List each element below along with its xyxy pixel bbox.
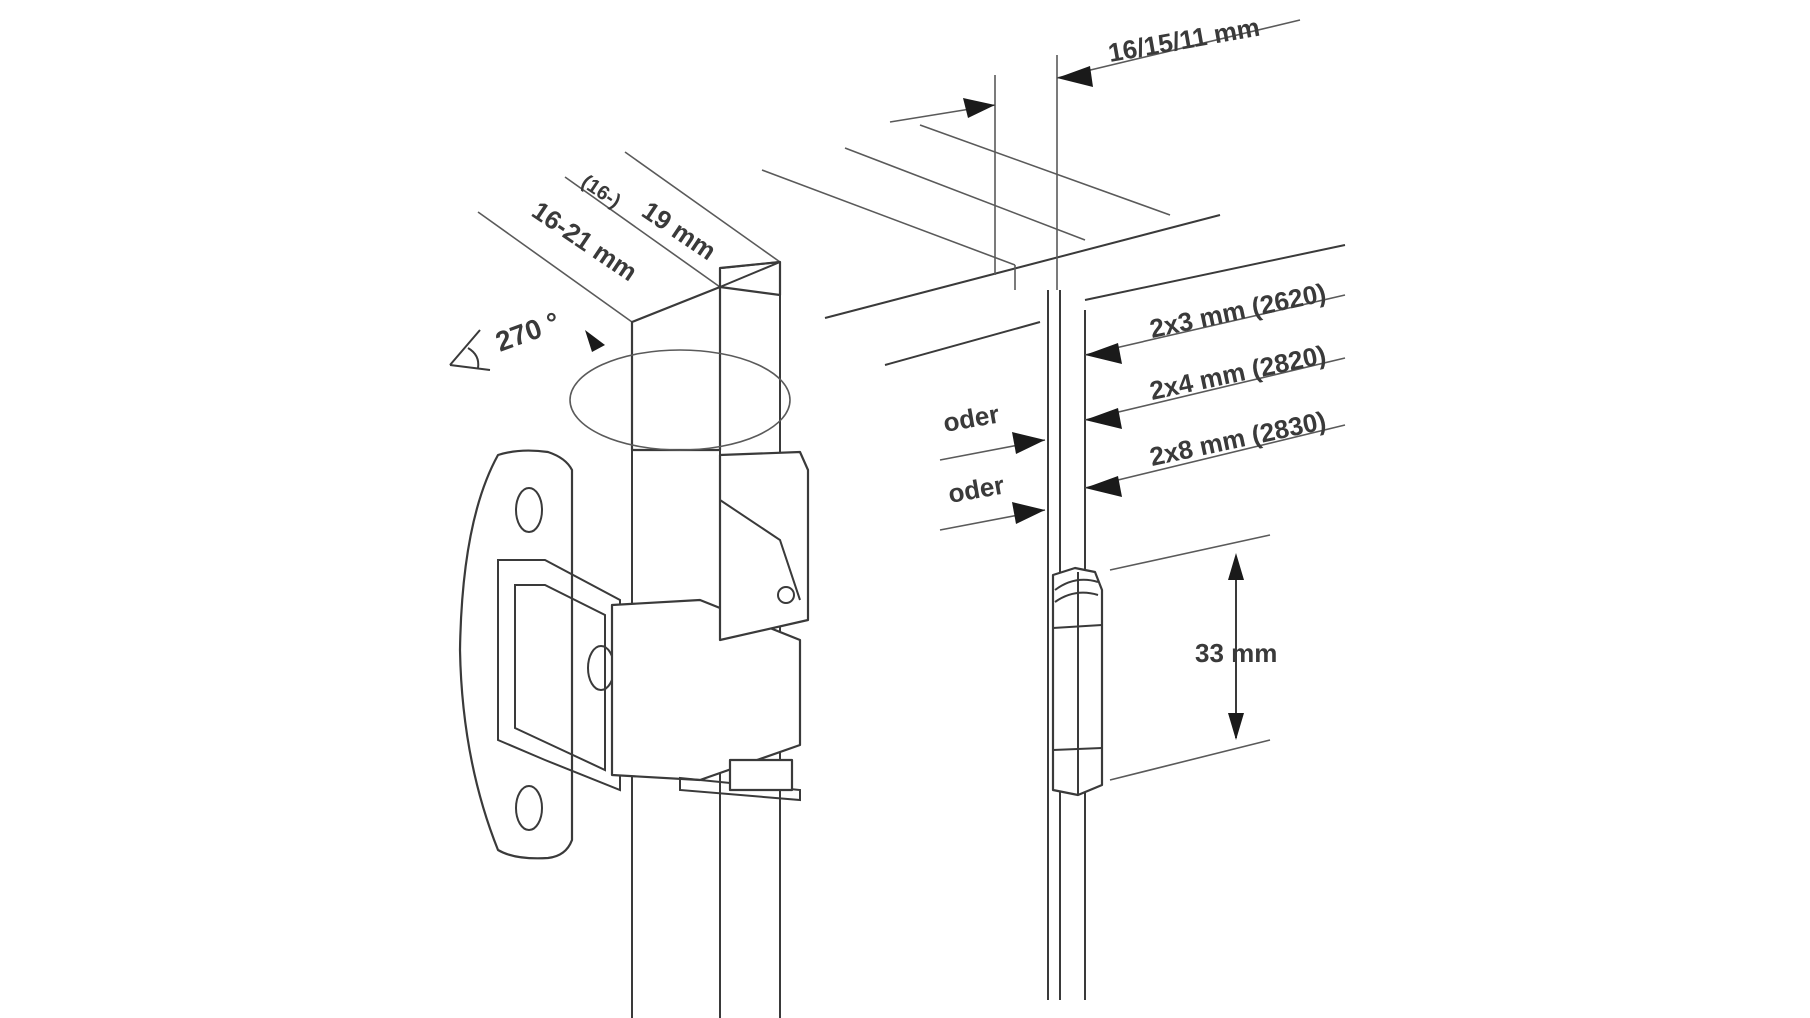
arrowhead-icon (1085, 343, 1122, 364)
rotation-arc-icon (569, 349, 791, 451)
arrowhead-icon (1085, 408, 1122, 429)
arrowhead-icon (585, 330, 605, 352)
thickness-range-label: 16-21 mm (527, 195, 643, 287)
arrowhead-icon (1012, 432, 1045, 454)
height-label: 33 mm (1195, 638, 1277, 668)
thickness-std-prefix: (16-) (577, 171, 624, 213)
angle-icon (449, 329, 491, 371)
arrowhead-icon (1228, 553, 1244, 580)
hinge-mounting-plate (458, 449, 621, 860)
arrowhead-icon (1228, 713, 1244, 740)
bore-label-1: 2x3 mm (2620) (1147, 277, 1329, 344)
hinge-arm (610, 450, 810, 802)
arrowhead-icon (1085, 476, 1122, 497)
arrowhead-icon (963, 98, 995, 118)
gap-label: 16/15/11 mm (1106, 12, 1262, 68)
angle-indicator: 270 ° (449, 306, 564, 371)
hinge-side-profile (1051, 566, 1104, 797)
angle-label: 270 ° (491, 306, 563, 358)
bore-label-2: 2x4 mm (2820) (1147, 339, 1329, 406)
oder-label-2: oder (946, 470, 1007, 509)
left-hinge-assembly (458, 151, 810, 1018)
arrowhead-icon (1012, 502, 1045, 524)
right-dimension-view (761, 19, 1346, 1000)
thickness-std-label: 19 mm (637, 195, 722, 266)
oder-label-1: oder (941, 399, 1002, 438)
arrowhead-icon (1057, 66, 1093, 87)
bore-label-3: 2x8 mm (2830) (1147, 405, 1329, 472)
